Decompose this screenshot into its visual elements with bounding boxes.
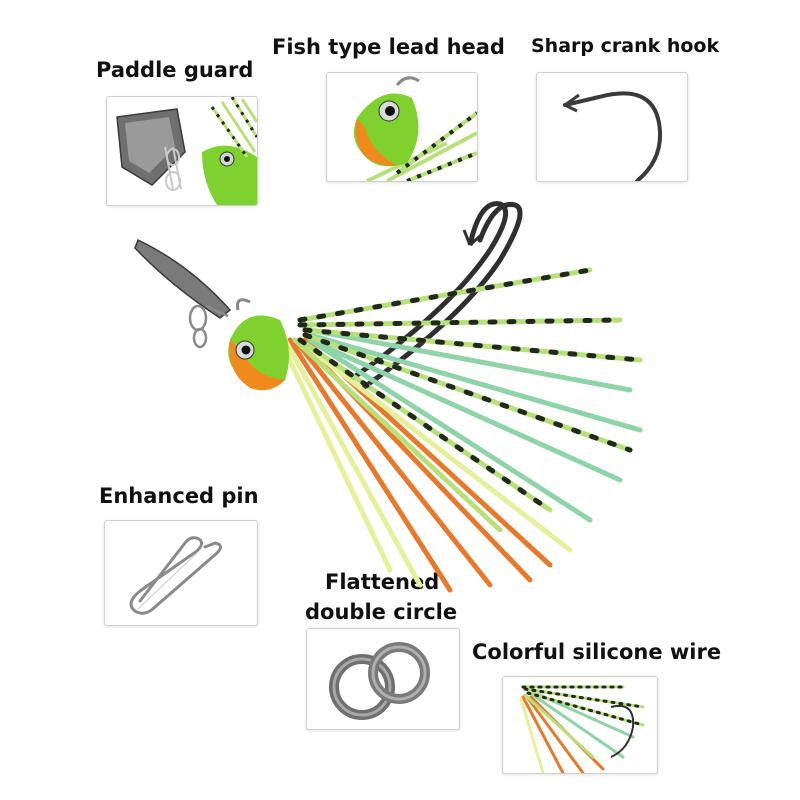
paddle-guard-image	[116, 97, 257, 205]
enhanced-pin-card	[104, 520, 258, 626]
paddle-guard-label: Paddle guard	[96, 58, 254, 82]
paddle-guard-card	[106, 96, 258, 206]
silicone-wire-image	[519, 685, 645, 773]
enhanced-pin-image	[129, 536, 222, 615]
enhanced-pin-label: Enhanced pin	[99, 484, 259, 508]
double-circle-label-line2: double circle	[305, 600, 458, 624]
crank-hook-card	[536, 72, 688, 182]
silicone-wire-label: Colorful silicone wire	[472, 640, 722, 664]
main-lure-image	[120, 190, 660, 620]
silicone-wire-card	[502, 676, 658, 774]
double-circle-card	[306, 628, 460, 730]
lead-head-image	[353, 76, 477, 181]
lead-head-label: Fish type lead head	[272, 35, 505, 59]
crank-hook-image	[563, 91, 662, 181]
lead-head-card	[326, 72, 478, 182]
double-circle-image	[329, 642, 430, 720]
crank-hook-label: Sharp crank hook	[531, 35, 720, 57]
